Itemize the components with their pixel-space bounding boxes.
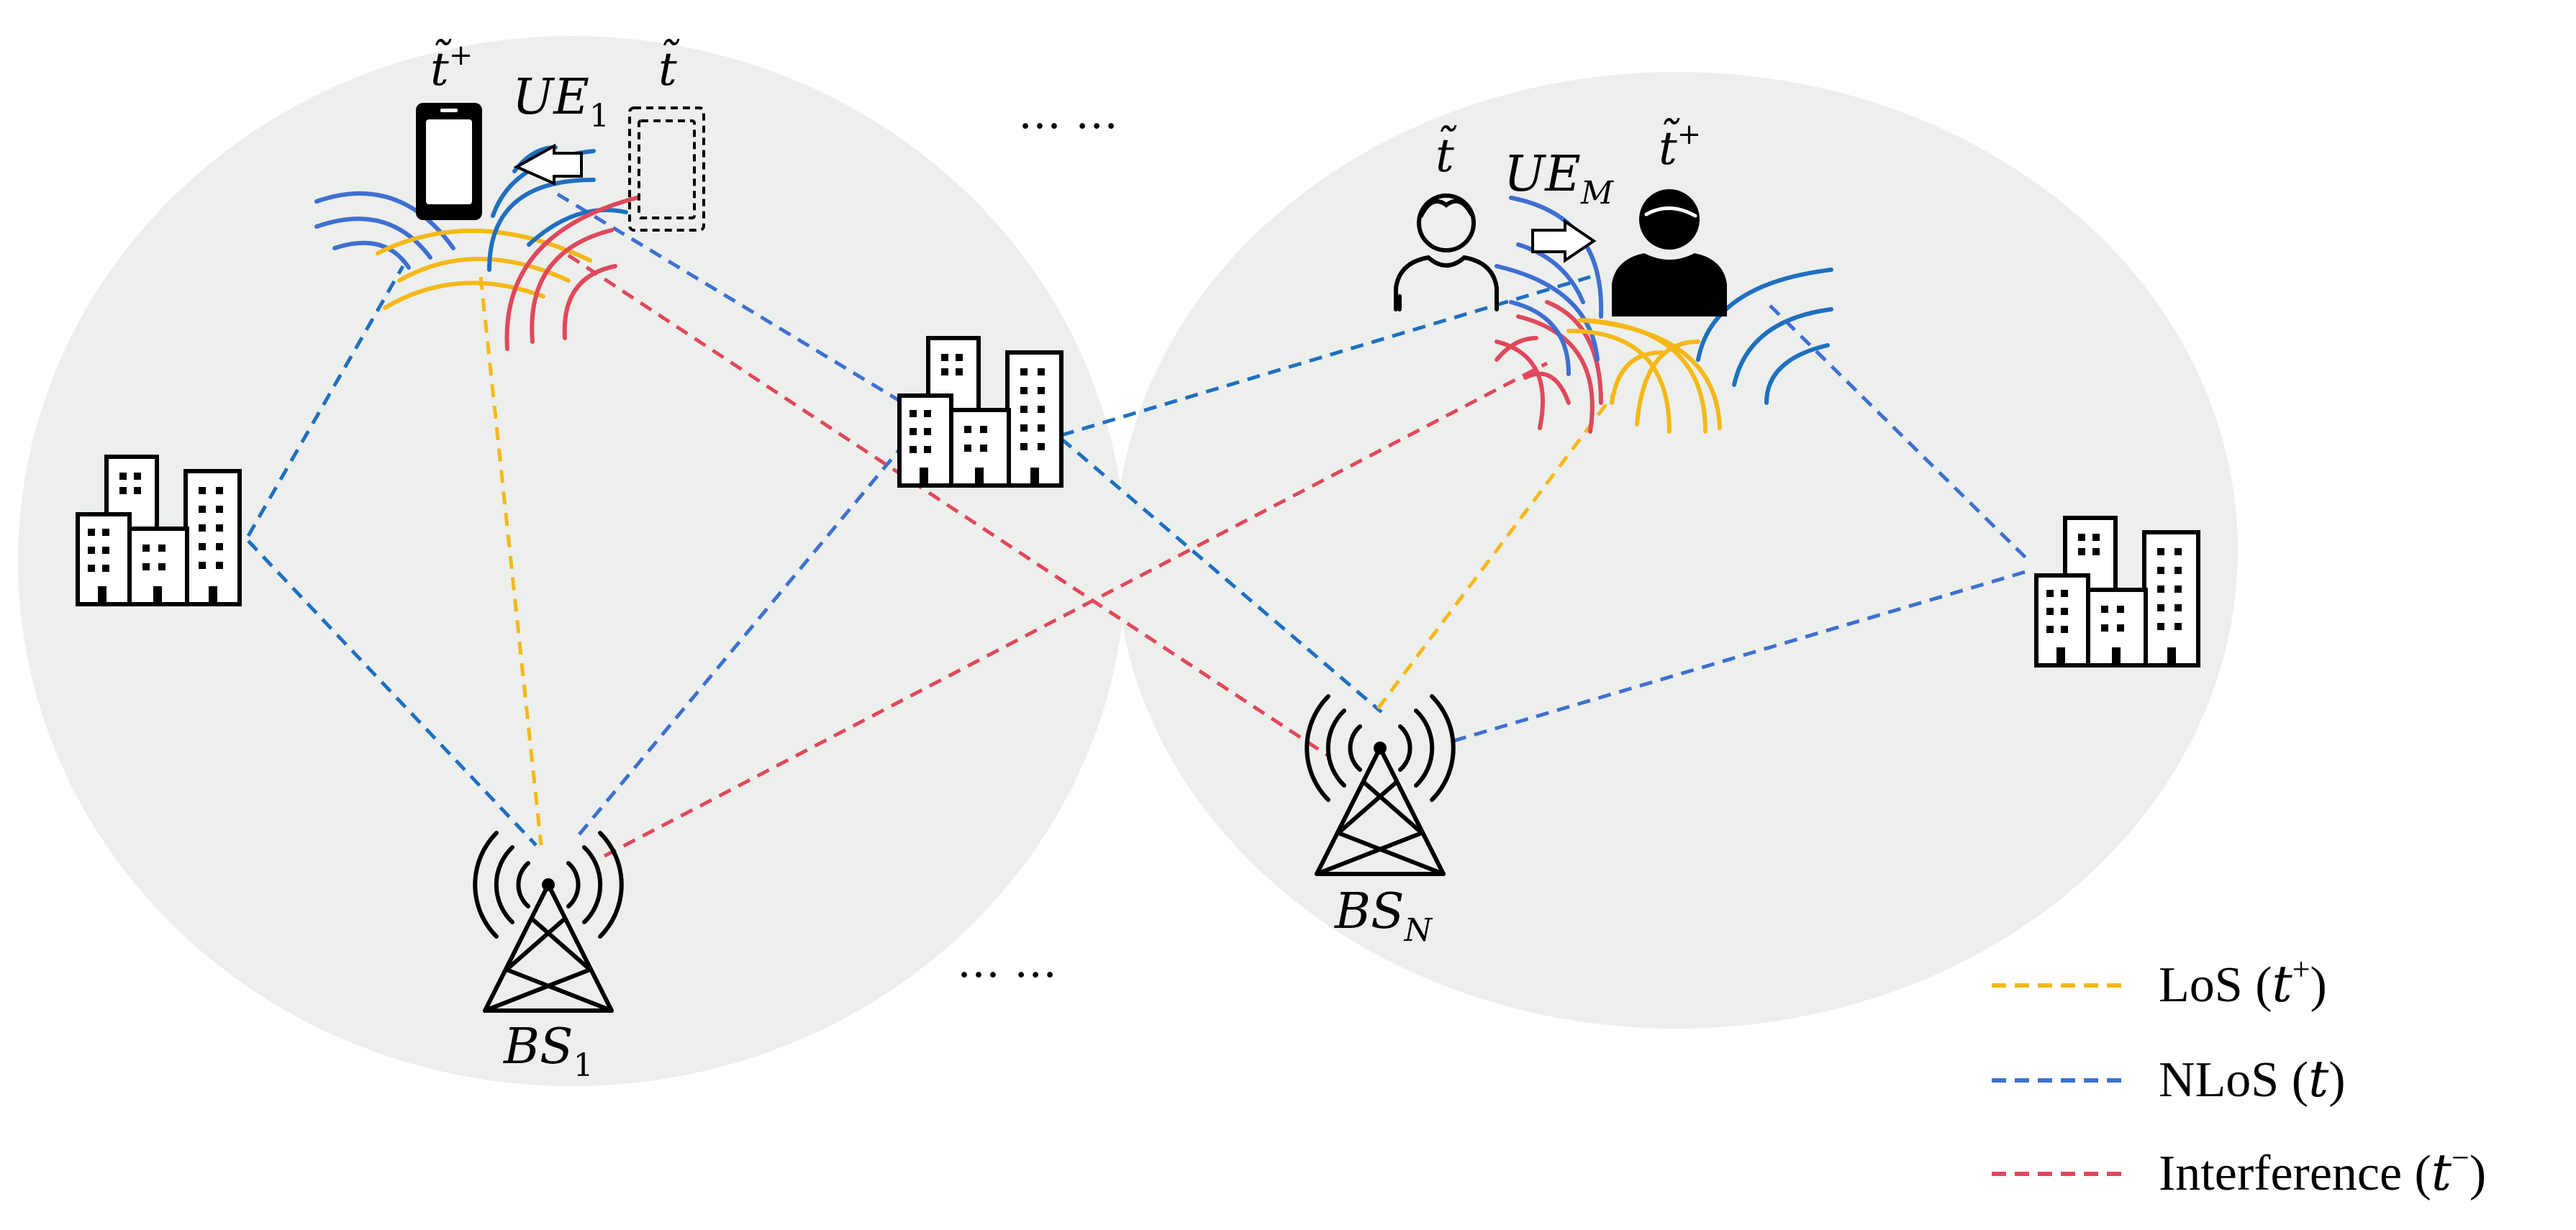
nlos-link (1453, 570, 2026, 743)
los-link (1377, 391, 1617, 710)
nlos-link (1061, 275, 1591, 437)
svg-text:t̃+: t̃+ (1659, 118, 1701, 176)
building-icon (897, 336, 1063, 488)
building-icon (76, 455, 242, 606)
legend-item-los: LoS (t+) (1992, 952, 2327, 1013)
person-icon (1612, 189, 1727, 316)
nlos-link (1769, 304, 2027, 559)
nlos-link (247, 539, 538, 847)
cell-left (18, 36, 1126, 1086)
bsn-label: BSN (1333, 883, 1433, 949)
nlos-link (556, 192, 904, 405)
bs1-label: BS1 (502, 1019, 594, 1084)
time-label-t-tilde-uem: t̃ (1436, 125, 1457, 183)
svg-text:NLoS (t): NLoS (t) (2159, 1049, 2346, 1108)
time-label-t-tilde-ue1: t̃ (658, 39, 680, 96)
ue1-signal-arcs (314, 145, 639, 351)
nlos-link (246, 265, 405, 537)
antenna-tower-icon (1305, 694, 1456, 876)
building-icon (2034, 516, 2200, 668)
smartphone-outline-icon (628, 106, 705, 232)
ue1-label: UE1 (512, 69, 609, 135)
interference-link (603, 361, 1548, 858)
legend-item-interference: Interference (t−) (1992, 1140, 2486, 1202)
links (246, 192, 2027, 858)
right-arrow-icon (1531, 219, 1597, 263)
ellipsis-bottom: … … (957, 937, 1057, 988)
interference-link (567, 253, 1329, 757)
legend: LoS (t+) NLoS (t) Interference (t−) (1992, 952, 2486, 1202)
time-label-t-tilde-plus-uem: t̃+ (1659, 118, 1701, 176)
uem-signal-arcs (1495, 196, 1833, 434)
time-label-t-tilde-plus-ue1: t̃+ (430, 39, 473, 96)
left-arrow-icon (513, 143, 583, 186)
person-outline-icon (1394, 193, 1499, 311)
svg-text:t̃+: t̃+ (430, 39, 473, 96)
antenna-tower-icon (473, 831, 624, 1013)
smartphone-icon (416, 103, 482, 220)
svg-text:LoS (t+): LoS (t+) (2159, 952, 2327, 1013)
svg-text:Interference (t−): Interference (t−) (2159, 1140, 2486, 1202)
nlos-link (1060, 437, 1383, 714)
legend-item-nlos: NLoS (t) (1992, 1049, 2346, 1108)
nlos-link (578, 448, 901, 836)
los-link (479, 276, 543, 846)
uem-label: UEM (1504, 146, 1614, 211)
ellipsis-top: … … (1018, 88, 1118, 139)
